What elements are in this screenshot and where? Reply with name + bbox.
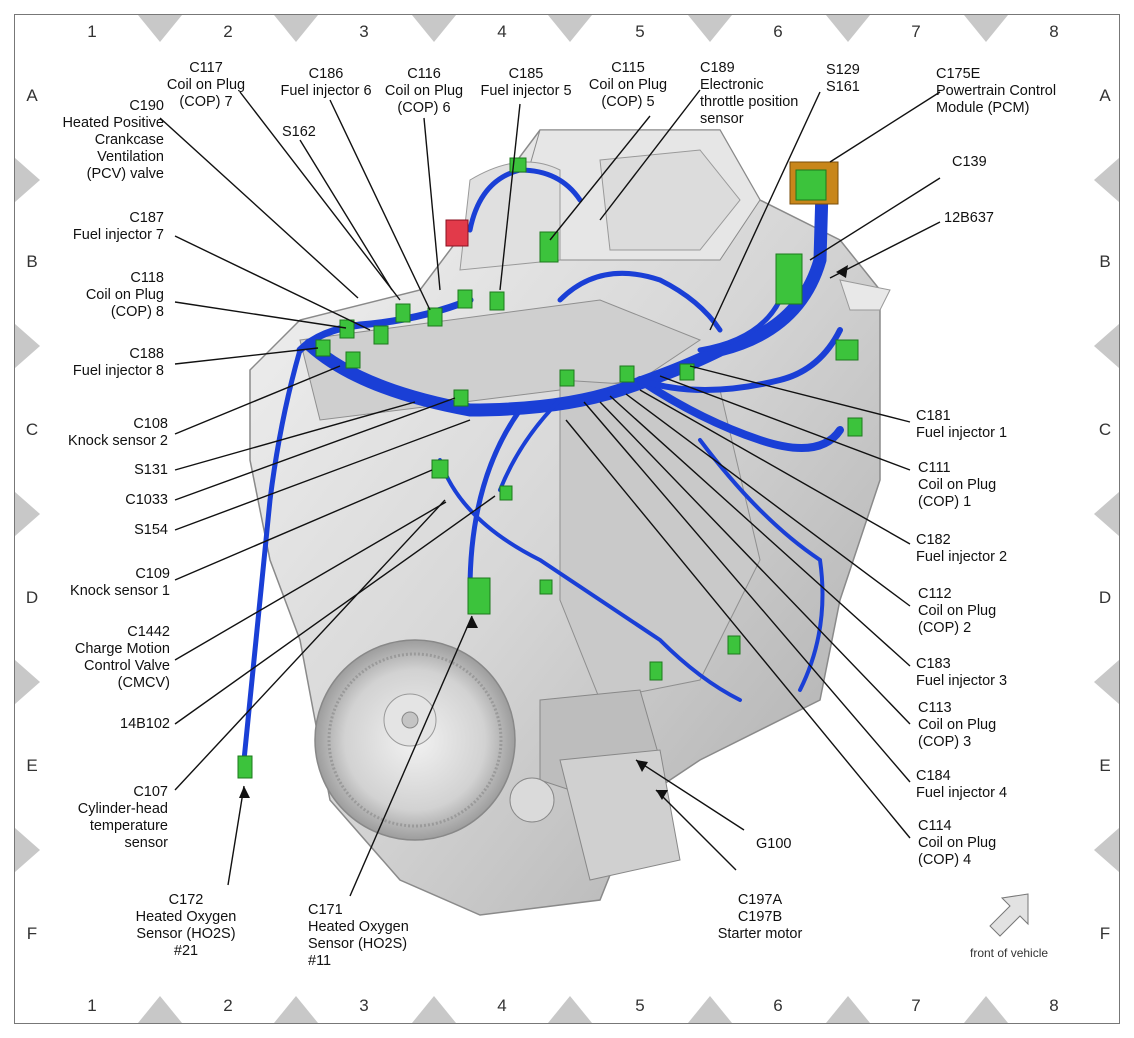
label-c109: C109 Knock sensor 1	[70, 566, 170, 599]
border-marker-right-1	[1094, 324, 1119, 368]
col-label-2-bottom: 2	[223, 996, 233, 1015]
border-marker-bottom-1	[274, 996, 318, 1023]
col-label-2-top: 2	[223, 22, 233, 41]
label-c108: C108 Knock sensor 2	[68, 416, 168, 449]
row-label-f-right: F	[1099, 924, 1111, 943]
border-marker-top-4	[688, 15, 732, 42]
row-label-a-right: A	[1099, 86, 1111, 105]
label-c175e: C175E Powertrain Control Module (PCM)	[936, 66, 1057, 116]
engine-body	[249, 129, 891, 916]
label-c187: C187 Fuel injector 7	[72, 210, 164, 243]
label-c116: C116 Coil on Plug (COP) 6	[384, 66, 464, 116]
border-marker-bottom-6	[964, 996, 1008, 1023]
label-c118: C118 Coil on Plug (COP) 8	[85, 270, 164, 320]
label-s131: S131	[134, 462, 168, 478]
border-marker-right-4	[1094, 828, 1119, 872]
border-marker-top-6	[964, 15, 1008, 42]
col-label-4-bottom: 4	[497, 996, 507, 1015]
label-c172: C172 Heated Oxygen Sensor (HO2S) #21	[135, 892, 237, 959]
col-label-3-top: 3	[359, 22, 369, 41]
label-c113: C113 Coil on Plug (COP) 3	[918, 700, 997, 750]
col-label-6-top: 6	[773, 22, 783, 41]
leader-lines	[159, 89, 941, 897]
border-marker-top-1	[274, 15, 318, 42]
col-label-8-top: 8	[1049, 22, 1059, 41]
row-label-d-left: D	[25, 588, 39, 607]
border-marker-top-0	[138, 15, 182, 42]
label-c186: C186 Fuel injector 6	[280, 66, 372, 99]
col-label-5-top: 5	[635, 22, 645, 41]
label-14b102: 14B102	[120, 716, 170, 732]
arrowheads	[239, 265, 848, 800]
label-s129-s161: S129 S161	[826, 62, 860, 95]
label-c1442: C1442 Charge Motion Control Valve (CMCV)	[74, 624, 170, 691]
row-label-f-left: F	[26, 924, 38, 943]
label-c1033: C1033	[125, 492, 168, 508]
row-label-b-left: B	[26, 252, 38, 271]
border-marker-top-2	[412, 15, 456, 42]
border-marker-left-0	[15, 158, 40, 202]
col-label-3-bottom: 3	[359, 996, 369, 1015]
label-c189: C189 Electronic throttle position sensor	[700, 60, 799, 127]
border-marker-left-1	[15, 324, 40, 368]
connectors	[237, 157, 863, 779]
label-c182: C182 Fuel injector 2	[916, 532, 1008, 565]
label-12b637: 12B637	[944, 210, 994, 226]
border-marker-top-5	[826, 15, 870, 42]
border-marker-bottom-5	[826, 996, 870, 1023]
label-c114: C114 Coil on Plug (COP) 4	[918, 818, 997, 868]
front-of-vehicle-arrow	[989, 893, 1029, 937]
col-label-7-top: 7	[911, 22, 921, 41]
row-label-e-right: E	[1099, 756, 1111, 775]
col-label-5-bottom: 5	[635, 996, 645, 1015]
label-c107: C107 Cylinder-head temperature sensor	[77, 784, 168, 851]
label-c185: C185 Fuel injector 5	[480, 66, 572, 99]
label-s154: S154	[134, 522, 168, 538]
label-s162: S162	[282, 124, 316, 140]
row-label-d-right: D	[1098, 588, 1112, 607]
row-label-b-right: B	[1099, 252, 1111, 271]
col-label-8-bottom: 8	[1049, 996, 1059, 1015]
col-label-1-bottom: 1	[87, 996, 97, 1015]
border-marker-bottom-2	[412, 996, 456, 1023]
front-of-vehicle-label: front of vehicle	[970, 946, 1049, 960]
label-g100: G100	[756, 836, 792, 852]
border-marker-bottom-3	[548, 996, 592, 1023]
row-label-e-left: E	[26, 756, 38, 775]
border-marker-bottom-0	[138, 996, 182, 1023]
grid-border-markers	[15, 15, 1119, 1023]
col-label-1-top: 1	[87, 22, 97, 41]
col-label-7-bottom: 7	[911, 996, 921, 1015]
label-c115: C115 Coil on Plug (COP) 5	[588, 60, 668, 110]
label-c139: C139	[952, 154, 987, 170]
border-marker-right-2	[1094, 492, 1119, 536]
label-c197: C197A C197B Starter motor	[717, 892, 803, 942]
label-c181: C181 Fuel injector 1	[916, 408, 1008, 441]
row-label-a-left: A	[26, 86, 38, 105]
label-c190: C190 Heated Positive Crankcase Ventilati…	[62, 98, 164, 182]
label-c171: C171 Heated Oxygen Sensor (HO2S) #11	[308, 902, 409, 969]
border-marker-right-0	[1094, 158, 1119, 202]
row-label-c-right: C	[1098, 420, 1112, 439]
border-marker-left-3	[15, 660, 40, 704]
label-c112: C112 Coil on Plug (COP) 2	[918, 586, 997, 636]
border-marker-top-3	[548, 15, 592, 42]
label-c188: C188 Fuel injector 8	[72, 346, 164, 379]
label-c111: C111 Coil on Plug (COP) 1	[918, 460, 997, 510]
row-label-c-left: C	[25, 420, 39, 439]
border-marker-left-4	[15, 828, 40, 872]
col-label-4-top: 4	[497, 22, 507, 41]
col-label-6-bottom: 6	[773, 996, 783, 1015]
border-marker-right-3	[1094, 660, 1119, 704]
label-c184: C184 Fuel injector 4	[916, 768, 1008, 801]
label-c117: C117 Coil on Plug (COP) 7	[166, 60, 246, 110]
label-c183: C183 Fuel injector 3	[916, 656, 1008, 689]
border-marker-left-2	[15, 492, 40, 536]
border-marker-bottom-4	[688, 996, 732, 1023]
